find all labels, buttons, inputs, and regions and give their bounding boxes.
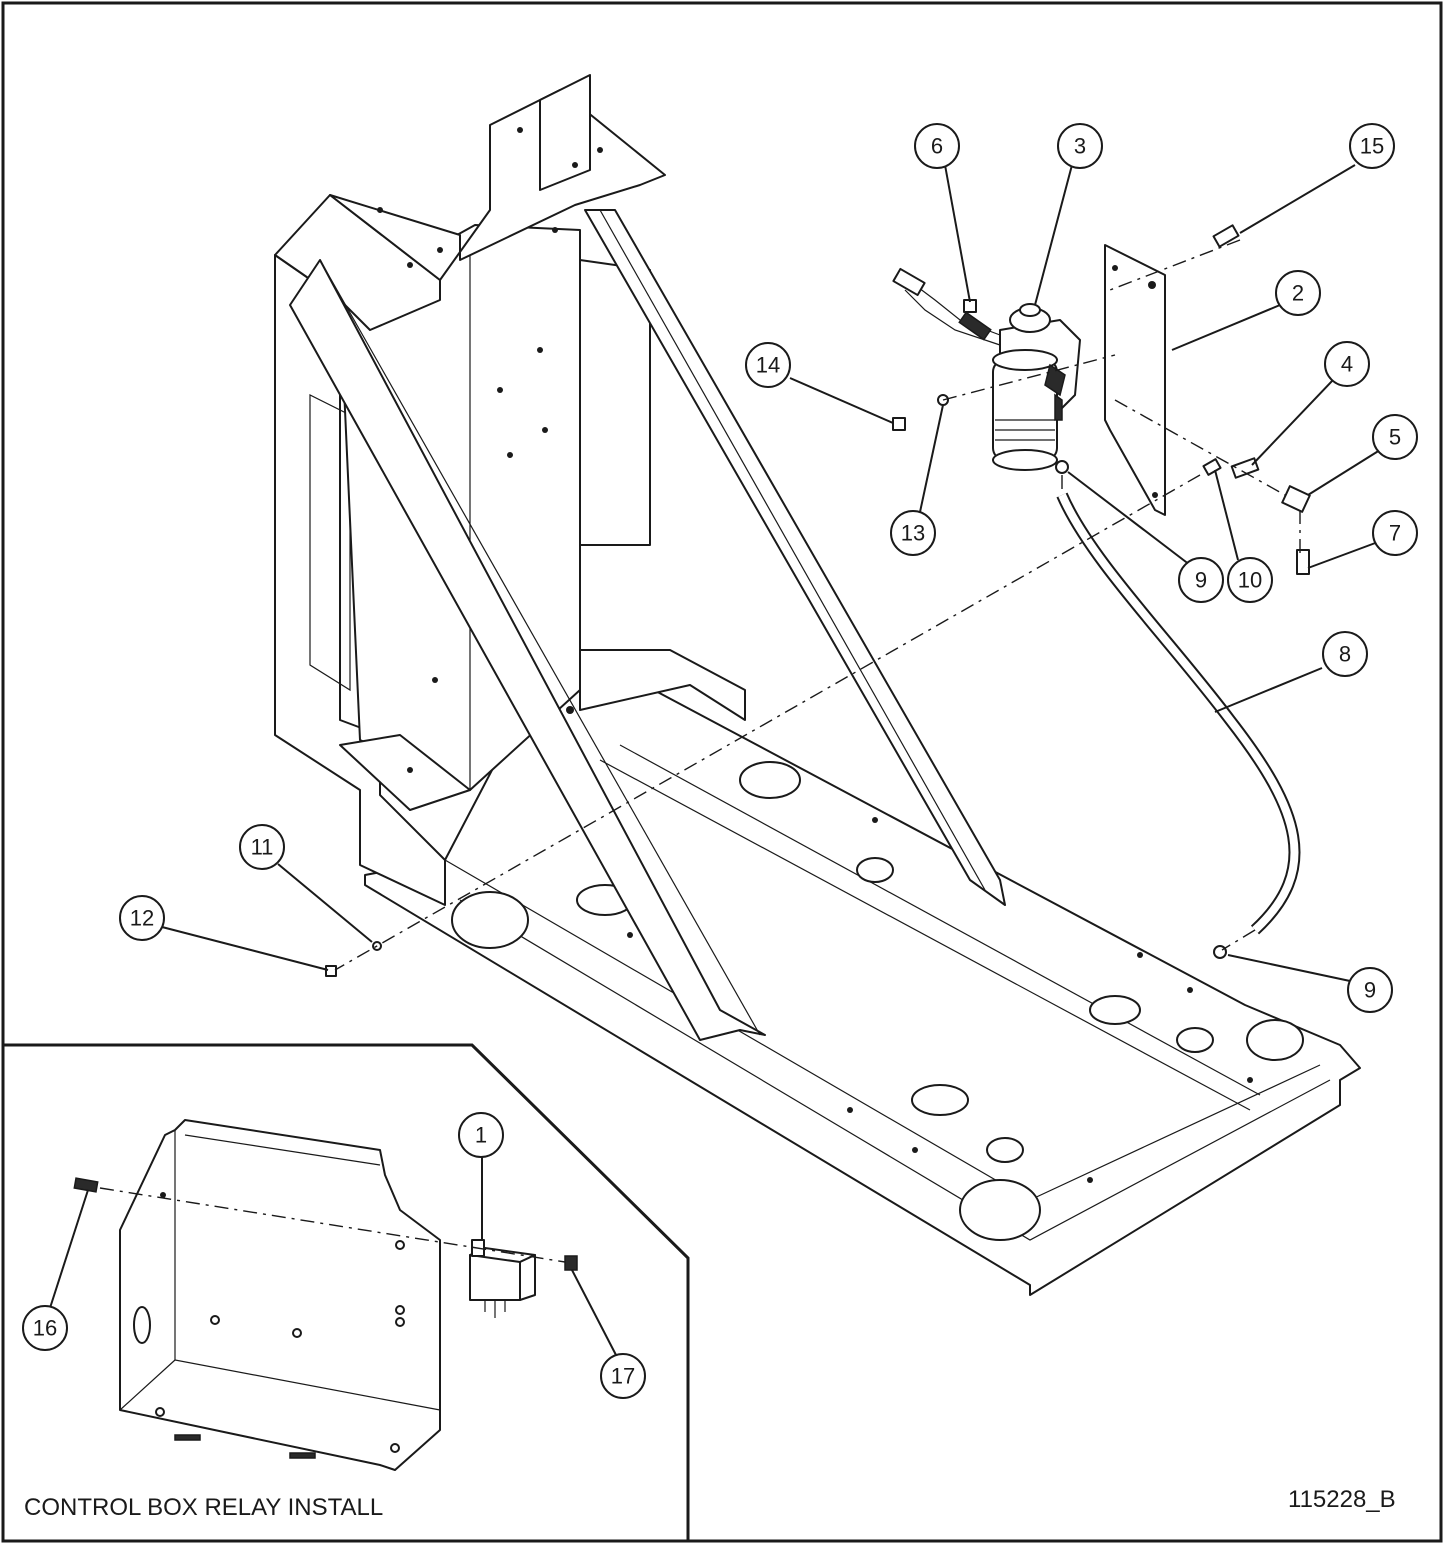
svg-text:6: 6 [931, 134, 943, 159]
callout-15: 15 [1349, 123, 1395, 169]
callout-13: 13 [890, 510, 936, 556]
svg-text:11: 11 [251, 835, 274, 860]
svg-text:12: 12 [130, 906, 154, 931]
callout-3: 3 [1057, 123, 1103, 169]
callout-10: 10 [1227, 557, 1273, 603]
fuel-filter-assembly [892, 267, 1081, 471]
callout-1: 1 [458, 1112, 504, 1158]
svg-text:13: 13 [901, 521, 925, 546]
callout-2: 2 [1275, 270, 1321, 316]
leader-lines [49, 164, 1381, 1356]
callout-4: 4 [1324, 341, 1370, 387]
inset-border [3, 1043, 690, 1541]
callout-9-lower: 9 [1347, 967, 1393, 1013]
callout-9: 9 [1178, 557, 1224, 603]
svg-text:7: 7 [1389, 521, 1401, 546]
relay [469, 1239, 536, 1318]
svg-text:1: 1 [475, 1123, 487, 1148]
callout-16: 16 [22, 1305, 68, 1351]
svg-text:10: 10 [1238, 568, 1262, 593]
svg-text:9: 9 [1364, 978, 1376, 1003]
assembly-centerlines [334, 239, 1301, 971]
drawing-number: 115228_B [1288, 1486, 1396, 1513]
nut-17 [564, 1255, 578, 1271]
svg-text:9: 9 [1195, 568, 1207, 593]
inset-title: CONTROL BOX RELAY INSTALL [24, 1494, 383, 1521]
callout-14: 14 [745, 342, 791, 388]
callout-11: 11 [239, 824, 285, 870]
screw-16 [73, 1177, 99, 1193]
svg-text:5: 5 [1389, 425, 1401, 450]
control-box [119, 1119, 441, 1471]
callout-7: 7 [1372, 510, 1418, 556]
svg-text:3: 3 [1074, 134, 1086, 159]
svg-text:15: 15 [1360, 134, 1384, 159]
svg-text:8: 8 [1339, 642, 1351, 667]
callout-8: 8 [1322, 631, 1368, 677]
callout-12: 12 [119, 895, 165, 941]
svg-text:14: 14 [756, 353, 780, 378]
svg-text:4: 4 [1341, 352, 1353, 377]
callout-5: 5 [1372, 414, 1418, 460]
mounting-bracket-plate [1104, 244, 1166, 516]
main-frame [274, 74, 1361, 1296]
svg-text:17: 17 [611, 1364, 635, 1389]
hardware [325, 224, 1311, 977]
svg-text:2: 2 [1292, 281, 1304, 306]
callout-6: 6 [914, 123, 960, 169]
callout-17: 17 [600, 1353, 646, 1399]
inset-centerline [99, 1187, 566, 1263]
svg-text:16: 16 [33, 1316, 57, 1341]
